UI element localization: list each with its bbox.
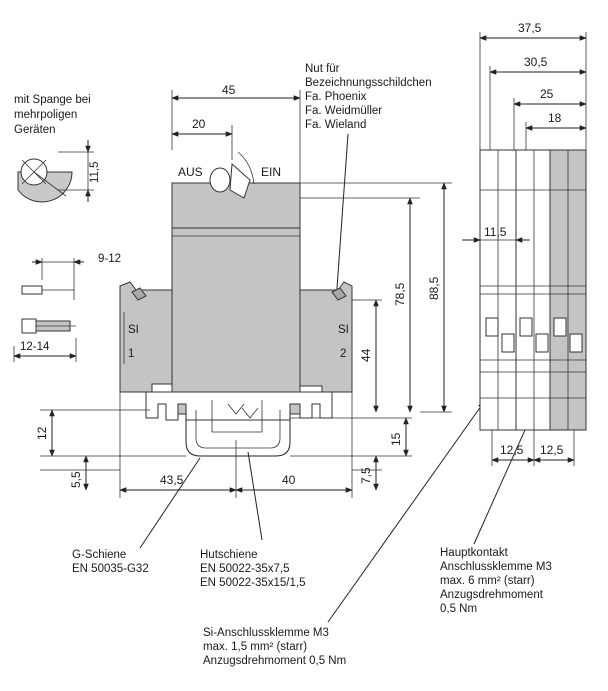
- svg-text:Anzugsdrehmoment: Anzugsdrehmoment: [440, 589, 544, 601]
- g-schiene-note: G-Schiene EN 50035-G32: [72, 549, 149, 575]
- svg-text:Si-Anschlussklemme M3: Si-Anschlussklemme M3: [203, 627, 329, 639]
- dim-7-5: 7,5: [359, 467, 373, 484]
- svg-text:Anschlussklemme M3: Anschlussklemme M3: [440, 561, 552, 573]
- dim-11-5-spange: 11,5: [89, 161, 101, 183]
- dim-88-5-line: [300, 182, 452, 413]
- label-ein: EIN: [261, 165, 281, 179]
- dim-43-5: 43,5: [160, 473, 184, 487]
- side-view-body: [479, 149, 587, 431]
- dim-18-line: [525, 122, 587, 150]
- svg-text:Fa. Wieland: Fa. Wieland: [305, 119, 366, 131]
- dim-78-5-line: [300, 197, 420, 413]
- wire-strip-detail-1: [21, 258, 84, 300]
- svg-text:mit Spange bei: mit Spange bei: [14, 94, 91, 106]
- breaker-body: [119, 182, 353, 457]
- dim-45: 45: [222, 83, 236, 97]
- spange-detail-view: [17, 140, 94, 203]
- dim-11-5-side: 11,5: [484, 225, 507, 239]
- svg-text:G-Schiene: G-Schiene: [72, 549, 126, 561]
- svg-text:EN 50035-G32: EN 50035-G32: [72, 563, 149, 575]
- dim-25: 25: [540, 87, 554, 101]
- dim-40-line: [235, 392, 353, 498]
- dim-45-line: [171, 90, 301, 190]
- g-schiene-leader: [139, 457, 201, 549]
- dim-18: 18: [548, 111, 562, 125]
- dim-12-5-lines: [491, 430, 575, 466]
- wire-strip-detail-2: [13, 318, 77, 362]
- label-si-right: SI: [338, 324, 349, 336]
- svg-text:mehrpoligen: mehrpoligen: [14, 109, 77, 121]
- dim-37-5: 37,5: [518, 21, 542, 35]
- dim-5-5: 5,5: [69, 471, 83, 488]
- nut-leader: [333, 133, 349, 303]
- dim-20-line: [171, 125, 233, 160]
- label-terminal-1: 1: [128, 348, 134, 360]
- dim-44-line: [352, 299, 382, 413]
- svg-text:Anzugsdrehmoment 0,5 Nm: Anzugsdrehmoment 0,5 Nm: [203, 655, 346, 667]
- dim-88-5: 88,5: [427, 276, 441, 300]
- hutschiene-leader: [247, 451, 263, 541]
- svg-text:Fa. Phoenix: Fa. Phoenix: [305, 91, 367, 103]
- svg-text:Geräten: Geräten: [14, 124, 56, 136]
- dim-7-5-line: [352, 455, 382, 491]
- svg-text:Fa. Weidmüller: Fa. Weidmüller: [305, 105, 382, 117]
- dim-15-line: [290, 417, 412, 457]
- svg-text:Bezeichnungsschildchen: Bezeichnungsschildchen: [305, 77, 432, 89]
- label-si-left: SI: [128, 324, 139, 336]
- dim-12-5-a: 12,5: [500, 443, 524, 457]
- svg-text:EN 50022-35x7,5: EN 50022-35x7,5: [200, 563, 290, 575]
- dim-12-14: 12-14: [20, 341, 50, 353]
- nut-note: Nut für Bezeichnungsschildchen Fa. Phoen…: [305, 63, 432, 131]
- dim-30-5-line: [489, 66, 587, 150]
- dim-5-5-line: [40, 455, 120, 491]
- label-terminal-2: 2: [340, 348, 346, 360]
- dim-40: 40: [282, 473, 296, 487]
- svg-text:0,5 Nm: 0,5 Nm: [440, 603, 477, 615]
- svg-text:EN 50022-35x15/1,5: EN 50022-35x15/1,5: [200, 577, 306, 589]
- spange-note: mit Spange bei mehrpoligen Geräten: [14, 94, 91, 136]
- toggle-switch: [209, 151, 255, 199]
- si-klemme-leader: [327, 401, 485, 623]
- hutschiene-note: Hutschiene EN 50022-35x7,5 EN 50022-35x1…: [200, 549, 306, 589]
- si-klemme-note: Si-Anschlussklemme M3 max. 1,5 mm² (star…: [203, 627, 346, 667]
- dim-12: 12: [35, 426, 49, 440]
- dim-15: 15: [389, 432, 403, 446]
- svg-text:max. 1,5 mm² (starr): max. 1,5 mm² (starr): [203, 641, 307, 653]
- dim-9-12: 9-12: [98, 253, 121, 265]
- label-aus: AUS: [178, 165, 203, 179]
- dim-12-5-b: 12,5: [540, 443, 564, 457]
- hauptkontakt-note: Hauptkontakt Anschlussklemme M3 max. 6 m…: [440, 547, 552, 615]
- svg-text:Hutschiene: Hutschiene: [200, 549, 258, 561]
- dim-44: 44: [359, 348, 373, 362]
- dim-12-line: [40, 409, 186, 457]
- dim-20: 20: [192, 117, 206, 131]
- svg-text:Hauptkontakt: Hauptkontakt: [440, 547, 509, 559]
- svg-text:Nut für: Nut für: [305, 63, 340, 75]
- dim-78-5: 78,5: [393, 282, 407, 306]
- dim-37-5-line: [479, 32, 587, 150]
- dim-25-line: [513, 98, 587, 150]
- dim-30-5: 30,5: [524, 55, 548, 69]
- svg-text:max. 6 mm² (starr): max. 6 mm² (starr): [440, 575, 535, 587]
